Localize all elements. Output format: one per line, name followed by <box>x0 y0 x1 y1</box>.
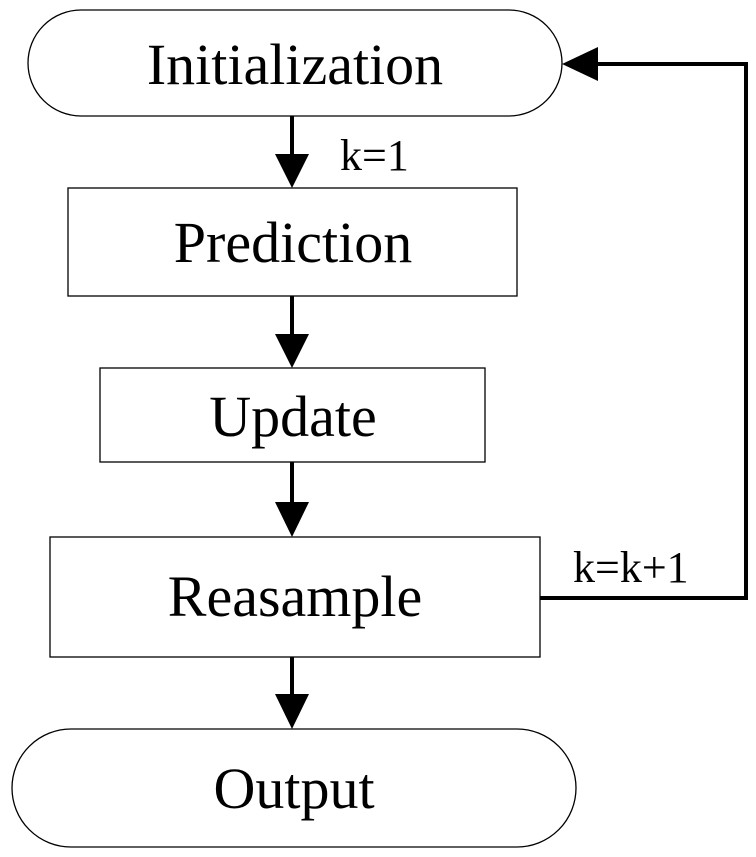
update-label: Update <box>209 384 377 449</box>
update-node: Update <box>99 367 486 463</box>
edge-prediction-to-update-arrowhead <box>275 334 309 368</box>
edge-resample-to-init: k=k+1 <box>540 47 748 600</box>
edge-resample-to-init-label: k=k+1 <box>573 543 689 592</box>
edge-init-to-prediction: k=1 <box>275 116 409 188</box>
output-shape <box>11 728 577 848</box>
edge-resample-to-output <box>275 657 309 729</box>
edge-resample-to-init-arrowhead <box>562 47 598 81</box>
initialization-shape <box>27 9 563 117</box>
output-node: Output <box>11 728 577 848</box>
prediction-label: Prediction <box>174 210 412 275</box>
edge-update-to-resample <box>275 462 309 537</box>
edge-prediction-to-update <box>275 296 309 368</box>
initialization-node: Initialization <box>27 9 563 117</box>
edge-init-to-prediction-arrowhead <box>275 154 309 188</box>
edge-resample-to-output-arrowhead <box>275 694 309 729</box>
edge-resample-to-init-line <box>540 62 748 600</box>
resample-shape <box>49 536 541 658</box>
edge-init-to-prediction-label: k=1 <box>340 131 409 180</box>
prediction-shape <box>67 187 518 297</box>
edge-update-to-resample-arrowhead <box>275 502 309 537</box>
initialization-label: Initialization <box>147 32 443 97</box>
resample-label: Reasample <box>168 564 422 629</box>
resample-node: Reasample <box>49 536 541 658</box>
prediction-node: Prediction <box>67 187 518 297</box>
output-label: Output <box>213 756 374 821</box>
